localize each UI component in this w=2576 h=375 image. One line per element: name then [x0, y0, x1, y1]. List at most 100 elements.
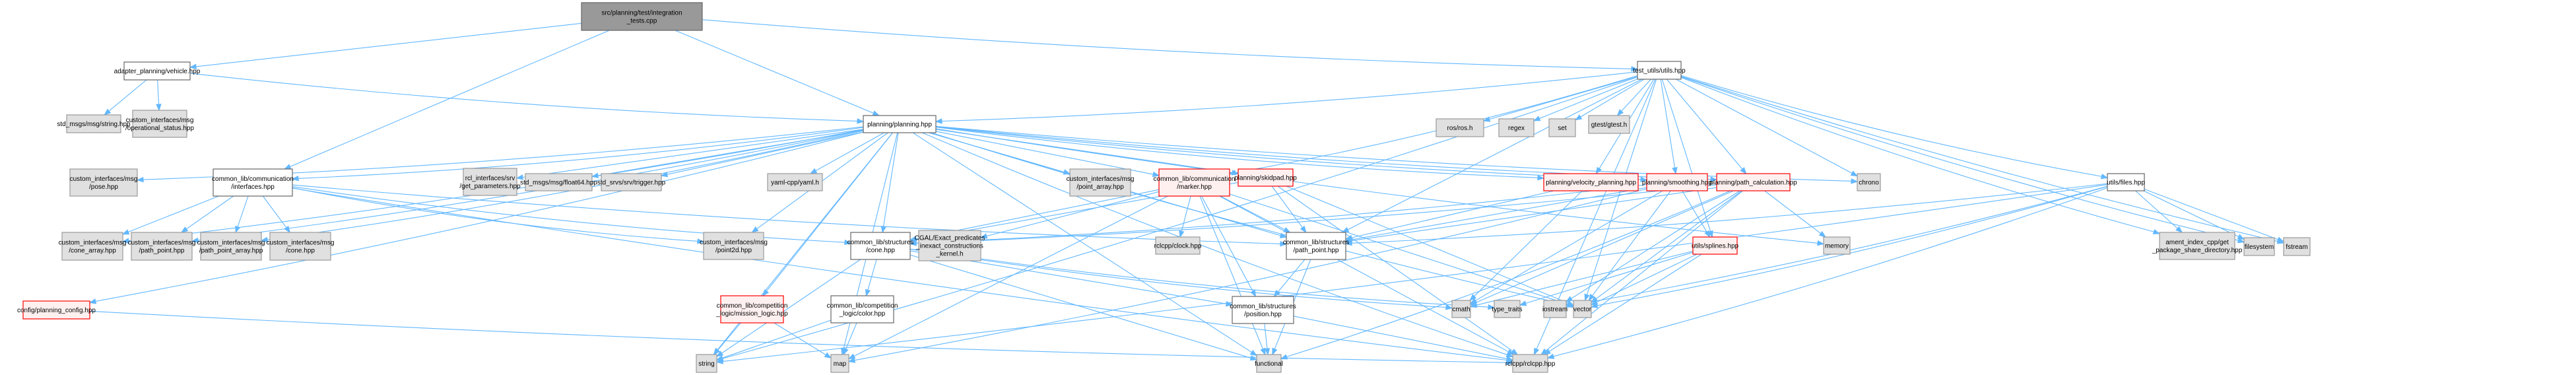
node-std-string-msg[interactable]: std_msgs/msg/string.hpp	[57, 114, 131, 133]
node-point2d[interactable]: custom_interfaces/msg/point2d.hpp	[700, 232, 768, 260]
edge-line	[292, 187, 698, 242]
arrowhead-icon	[1519, 300, 1527, 306]
node-label: /position.hpp	[1244, 311, 1282, 318]
edge-line	[883, 132, 899, 227]
node-splines[interactable]: utils/splines.hpp	[1692, 236, 1739, 255]
node-path-point-msg[interactable]: custom_interfaces/msg/path_point.hpp	[128, 232, 196, 261]
node-box	[1637, 61, 1682, 80]
node-gtest[interactable]: gtest/gtest.h	[1588, 115, 1630, 134]
node-chrono[interactable]: chrono	[1857, 173, 1881, 191]
node-vehicle[interactable]: adapter_planning/vehicle.hpp	[114, 61, 201, 81]
node-mission-logic[interactable]: common_lib/competition_logic/mission_log…	[715, 295, 788, 324]
edge-line	[157, 79, 160, 105]
node-regex[interactable]: regex	[1498, 118, 1535, 137]
edge-line	[1264, 323, 1268, 349]
arrowhead-icon	[235, 225, 241, 234]
node-string[interactable]: string	[696, 354, 717, 373]
node-fstream[interactable]: fstream	[2283, 237, 2311, 256]
edge-line	[915, 184, 1717, 244]
node-cgal[interactable]: CGAL/Exact_predicates_inexact_constructi…	[915, 230, 985, 261]
arrowhead-icon	[1469, 302, 1478, 308]
edge-line	[1680, 77, 2154, 232]
edge-line	[195, 22, 582, 67]
node-path-point-struct[interactable]: common_lib/structures/path_point.hpp	[1283, 232, 1350, 260]
node-box	[1286, 232, 1346, 260]
arrowhead-icon	[1565, 296, 1573, 302]
node-test-utils[interactable]: test_utils/utils.hpp	[1633, 61, 1686, 80]
node-color[interactable]: common_lib/competition_logic/color.hpp	[827, 295, 898, 324]
node-cone-array[interactable]: custom_interfaces/msg/cone_array.hpp	[59, 232, 127, 261]
edge-line	[1660, 79, 1676, 168]
node-cone-struct[interactable]: common_lib/structures/cone.hpp	[847, 232, 914, 260]
arrowhead-icon	[2276, 236, 2285, 242]
edge-skidpad-to-path_point_struct	[1271, 186, 1307, 234]
arrowhead-icon	[1179, 230, 1185, 238]
node-op-status[interactable]: custom_interfaces/msg/operational_status…	[125, 110, 194, 138]
edge-root-to-vehicle	[189, 22, 582, 70]
node-clock[interactable]: rclcpp/clock.hpp	[1154, 236, 1202, 255]
edge-line	[675, 30, 874, 114]
arrowhead-icon	[1710, 176, 1718, 182]
node-ros-h[interactable]: ros/ros.h	[1436, 118, 1484, 137]
node-files[interactable]: utils/files.hpp	[2107, 173, 2145, 191]
node-velocity[interactable]: planning/velocity_planning.hpp	[1543, 173, 1639, 191]
edge-line	[186, 195, 234, 230]
edge-line	[267, 130, 864, 240]
edge-line	[1220, 195, 1285, 230]
node-cone-msg[interactable]: custom_interfaces/msg/cone.hpp	[267, 232, 335, 261]
node-filesystem[interactable]: filesystem	[2243, 237, 2275, 256]
edge-line	[1351, 190, 1554, 238]
arrowhead-icon	[2237, 237, 2245, 244]
node-set[interactable]: set	[1548, 118, 1576, 137]
node-path-calc[interactable]: planning/path_calculation.hpp	[1709, 173, 1797, 191]
node-point-array[interactable]: custom_interfaces/msg/point_array.hpp	[1067, 168, 1135, 197]
node-vector[interactable]: vector	[1573, 300, 1592, 318]
node-box	[1256, 354, 1282, 373]
edge-files-to-string	[715, 184, 2108, 364]
edge-line	[1580, 79, 1645, 118]
node-float64[interactable]: std_msgs/msg/float64.hpp	[520, 173, 597, 191]
edge-velocity-to-cmath	[1469, 190, 1583, 301]
edge-cone_struct-to-cmath	[909, 248, 1453, 310]
node-planning[interactable]: planning/planning.hpp	[863, 115, 937, 133]
edge-planning-to-yaml	[809, 132, 884, 174]
edge-planning-to-functional	[912, 132, 1258, 357]
edge-line	[1661, 79, 1711, 232]
arrowhead-icon	[909, 240, 917, 246]
node-type-traits[interactable]: type_traits	[1492, 300, 1523, 318]
node-root[interactable]: src/planning/test/integration_tests.cpp	[581, 2, 703, 31]
edge-planning-to-memory	[935, 128, 1825, 246]
node-position[interactable]: common_lib/structures/position.hpp	[1230, 296, 1296, 324]
node-cmath[interactable]: cmath	[1451, 300, 1471, 318]
node-skidpad[interactable]: planning/skidpad.hpp	[1234, 168, 1297, 187]
arrowhead-icon	[136, 176, 144, 183]
node-trigger[interactable]: std_srvs/srv/trigger.hpp	[597, 173, 666, 191]
node-label: /cone.hpp	[286, 248, 315, 255]
node-rclcpp[interactable]: rclcpp/rclcpp.hpp	[1505, 354, 1556, 373]
edge-line	[298, 127, 864, 179]
node-label: /path_point.hpp	[139, 248, 185, 255]
node-ament[interactable]: ament_index_cpp/get_package_share_direct…	[2152, 232, 2243, 260]
node-marker[interactable]: common_lib/communication/marker.hpp	[1154, 168, 1236, 197]
node-box	[1646, 173, 1708, 191]
edge-line	[941, 71, 1638, 122]
node-yaml[interactable]: yaml-cpp/yaml.h	[767, 173, 823, 191]
edge-line	[722, 320, 832, 358]
edge-line	[867, 259, 877, 290]
edge-line	[128, 195, 219, 232]
node-box	[213, 168, 293, 197]
node-get-params[interactable]: rcl_interfaces/srv/get_parameters.hpp	[459, 168, 521, 196]
node-smoothing[interactable]: planning/smoothing.hpp	[1642, 173, 1713, 191]
node-planning-config[interactable]: config/planning_config.hpp	[17, 300, 96, 320]
node-path-point-array[interactable]: custom_interfaces/msg/path_point_array.h…	[197, 232, 265, 261]
node-functional[interactable]: functional	[1255, 354, 1283, 373]
edge-interfaces-to-point2d	[292, 187, 705, 244]
node-box	[2243, 237, 2275, 256]
node-iostream[interactable]: iostream	[1542, 300, 1568, 318]
node-pose[interactable]: custom_interfaces/msg/pose.hpp	[69, 168, 138, 197]
node-map[interactable]: map	[830, 354, 849, 373]
node-interfaces[interactable]: common_lib/communication/interfaces.hpp	[212, 168, 294, 197]
node-memory[interactable]: memory	[1823, 236, 1851, 255]
edge-path_calc-to-rclcpp	[1540, 190, 1743, 355]
edge-line	[108, 79, 147, 112]
